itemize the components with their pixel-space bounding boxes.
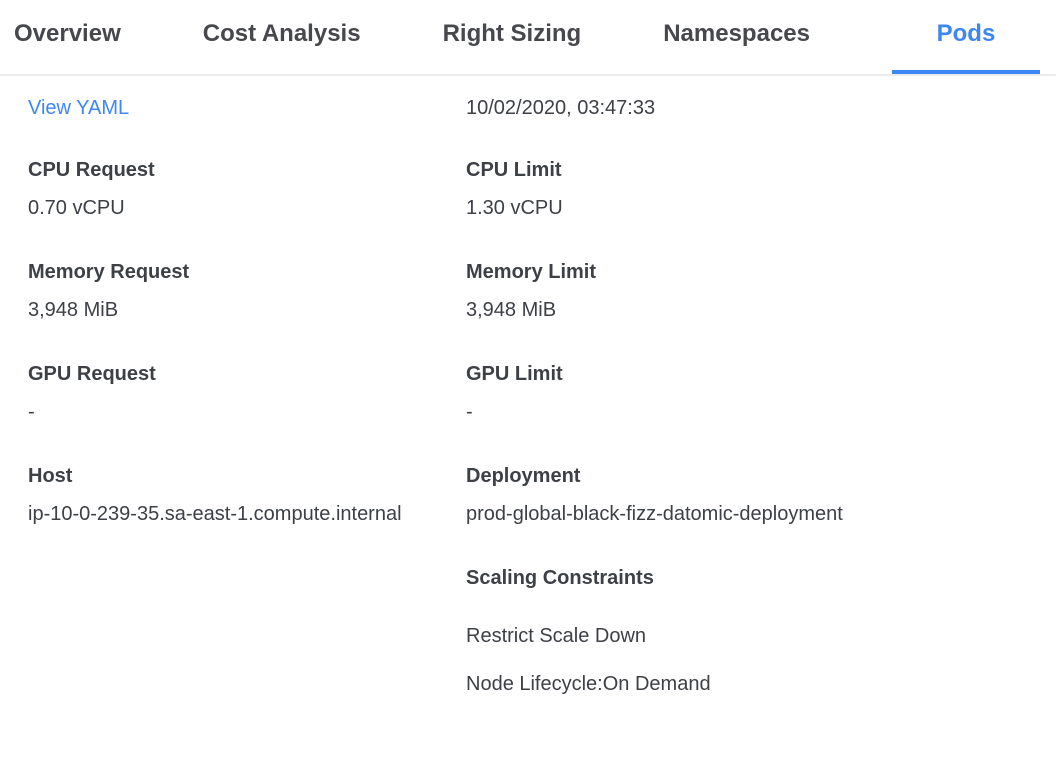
pod-details-panel: View YAML CPU Request 0.70 vCPU Memory R… <box>0 76 1056 717</box>
field-label: Memory Request <box>28 261 190 283</box>
field-value: - <box>28 401 35 423</box>
tab-cost-analysis[interactable]: Cost Analysis <box>202 20 361 47</box>
scaling-constraints-label: Scaling Constraints <box>466 567 654 589</box>
scaling-constraints-section: Scaling Constraints Restrict Scale Down … <box>466 563 1036 699</box>
tab-pods[interactable]: Pods <box>891 19 1040 74</box>
constraint-node-lifecycle: Node Lifecycle:On Demand <box>466 673 711 695</box>
field-gpu-limit: GPU Limit - <box>466 359 1036 427</box>
view-yaml-link[interactable]: View YAML <box>28 97 130 119</box>
field-value: 3,948 MiB <box>466 299 557 321</box>
tab-overview[interactable]: Overview <box>14 20 121 47</box>
field-label: CPU Request <box>28 159 155 181</box>
field-label: Memory Limit <box>466 261 597 283</box>
field-value: 1.30 vCPU <box>466 197 563 219</box>
last-updated-timestamp: 10/02/2020, 03:47:33 <box>466 97 656 119</box>
field-memory-request: Memory Request 3,948 MiB <box>28 257 466 325</box>
field-label: Deployment <box>466 465 581 487</box>
field-host: Host ip-10-0-239-35.sa-east-1.compute.in… <box>28 461 466 529</box>
field-label: CPU Limit <box>466 159 562 181</box>
tab-right-sizing[interactable]: Right Sizing <box>442 20 582 47</box>
field-value: 3,948 MiB <box>28 299 119 321</box>
field-label: GPU Limit <box>466 363 563 385</box>
field-cpu-request: CPU Request 0.70 vCPU <box>28 155 466 223</box>
field-label: Host <box>28 465 73 487</box>
field-deployment: Deployment prod-global-black-fizz-datomi… <box>466 461 1036 529</box>
field-value: - <box>466 401 473 423</box>
tab-bar: Overview Cost Analysis Right Sizing Name… <box>0 0 1056 76</box>
field-cpu-limit: CPU Limit 1.30 vCPU <box>466 155 1036 223</box>
constraint-restrict-scale-down: Restrict Scale Down <box>466 625 647 647</box>
field-label: GPU Request <box>28 363 156 385</box>
field-gpu-request: GPU Request - <box>28 359 466 427</box>
details-left-column: View YAML CPU Request 0.70 vCPU Memory R… <box>28 93 466 717</box>
host-link[interactable]: ip-10-0-239-35.sa-east-1.compute.interna… <box>28 503 402 525</box>
deployment-link[interactable]: prod-global-black-fizz-datomic-deploymen… <box>466 503 843 525</box>
field-value: 0.70 vCPU <box>28 197 125 219</box>
field-memory-limit: Memory Limit 3,948 MiB <box>466 257 1036 325</box>
details-right-column: 10/02/2020, 03:47:33 CPU Limit 1.30 vCPU… <box>466 93 1036 717</box>
tab-namespaces[interactable]: Namespaces <box>663 20 810 47</box>
